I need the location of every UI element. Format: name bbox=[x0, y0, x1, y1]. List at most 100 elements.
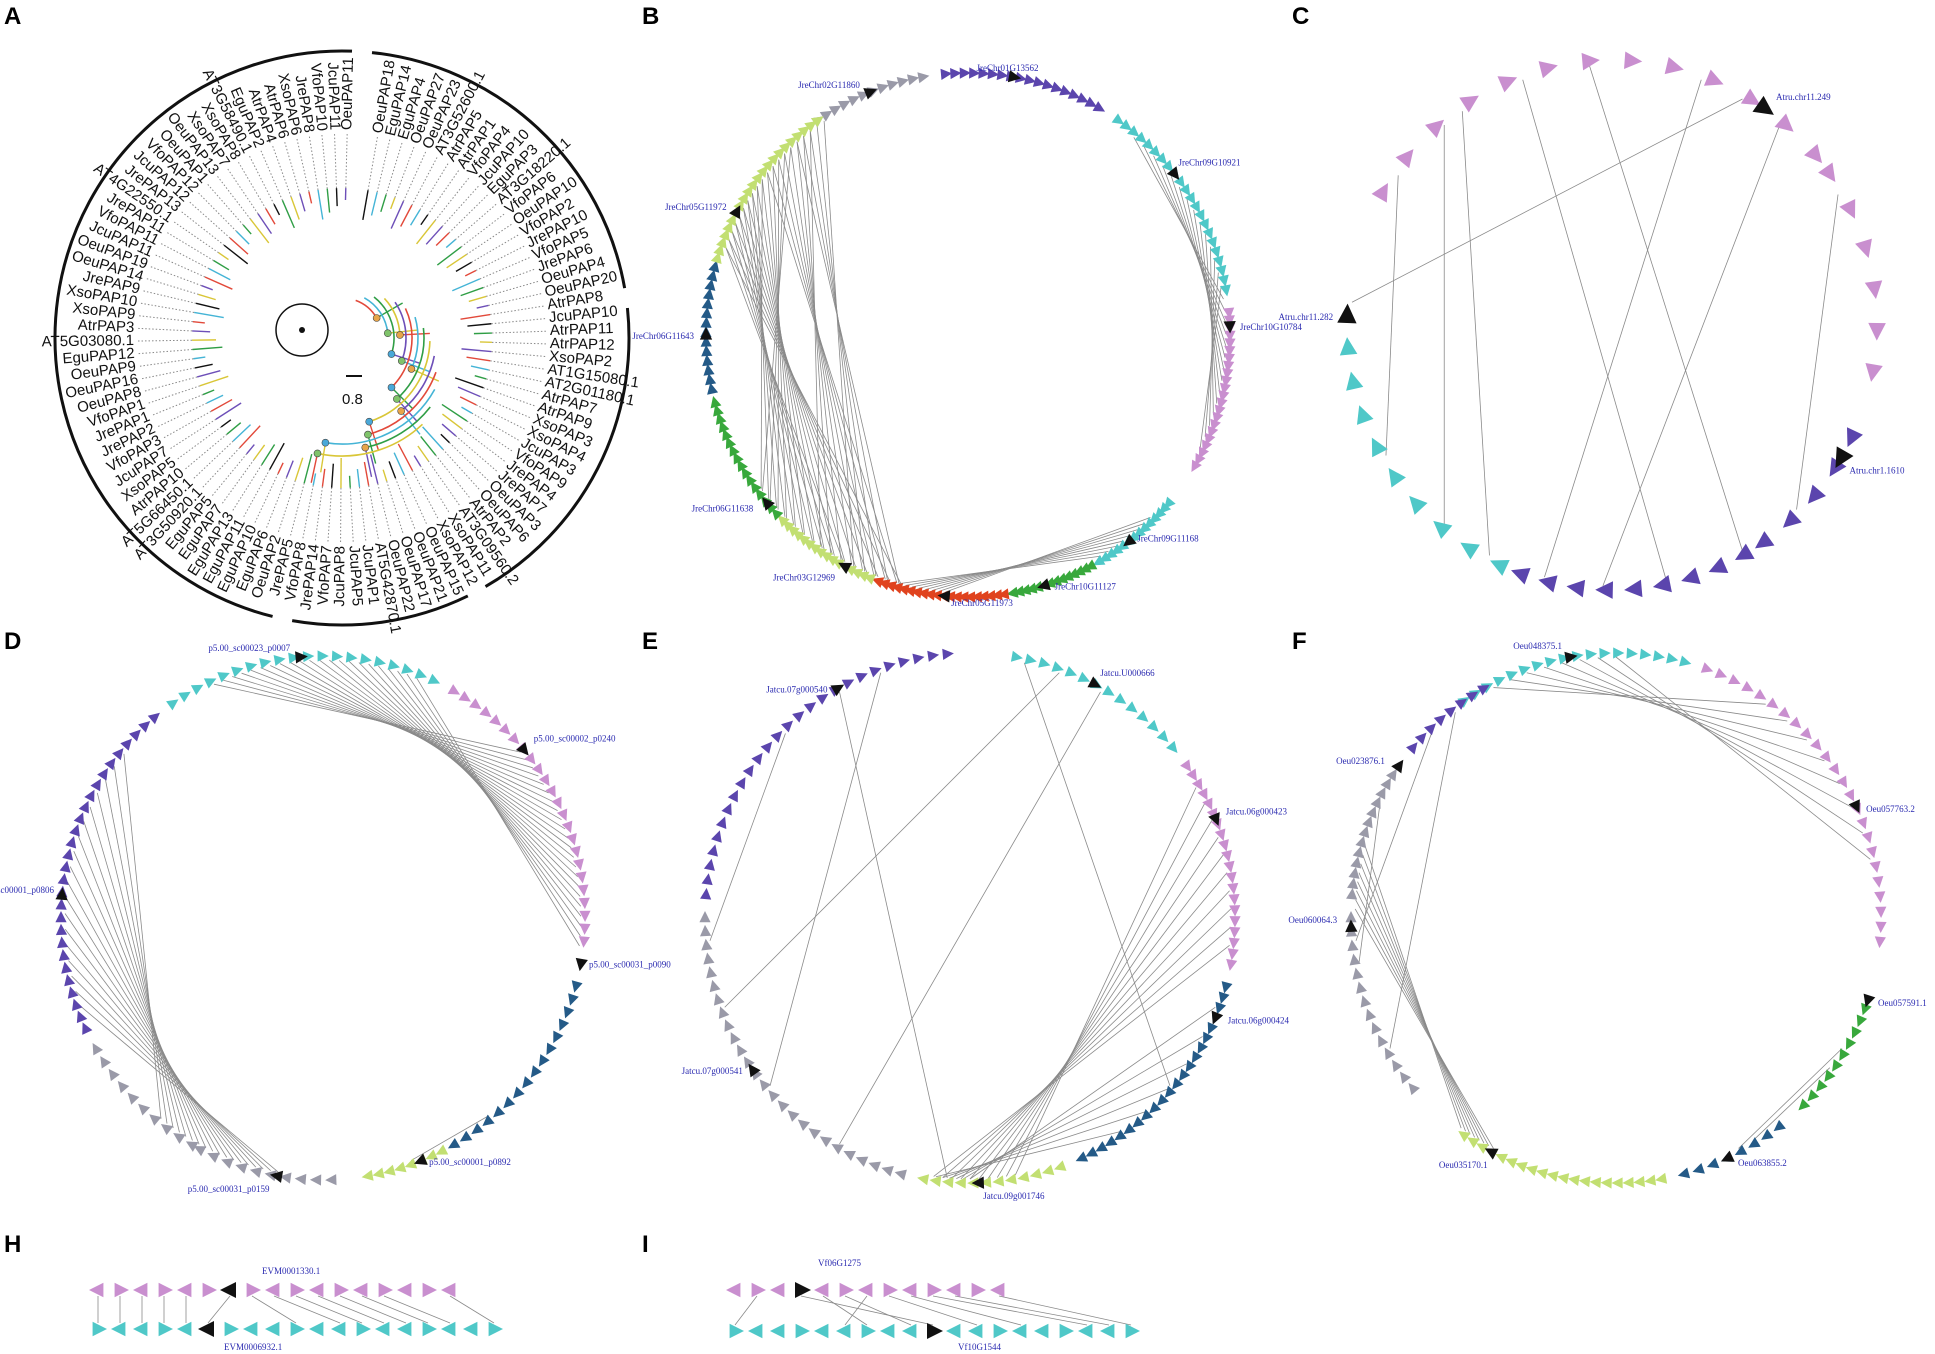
gene-arrow bbox=[1708, 556, 1729, 573]
synteny-link bbox=[113, 766, 168, 1124]
synteny-link bbox=[767, 172, 898, 584]
gene-arrow bbox=[1581, 52, 1600, 71]
tree-root-arc bbox=[275, 303, 329, 357]
tree-branch bbox=[199, 375, 229, 387]
synteny-link bbox=[888, 1295, 978, 1326]
gene-arrow bbox=[706, 269, 718, 282]
gene-arrow bbox=[1206, 236, 1217, 249]
gene-arrow bbox=[702, 288, 714, 301]
synteny-link bbox=[1356, 890, 1485, 1144]
gene-arrow bbox=[361, 1169, 374, 1181]
anchor-gene-arrow bbox=[55, 887, 68, 901]
tree-branch bbox=[457, 386, 481, 398]
synteny-link bbox=[960, 890, 1230, 1180]
gene-arrow bbox=[1184, 191, 1196, 205]
gene-arrow bbox=[699, 911, 711, 923]
gene-arrow bbox=[713, 404, 724, 417]
synteny-links bbox=[1351, 64, 1839, 586]
gene-arrow bbox=[1077, 671, 1090, 682]
gene-arrow bbox=[1133, 526, 1146, 538]
gene-arrow bbox=[996, 69, 1009, 81]
gene-arrow bbox=[72, 998, 83, 1012]
anchor-gene-arrow bbox=[971, 1176, 985, 1189]
anchor-gene-arrow bbox=[863, 88, 877, 100]
gene-arrow bbox=[1032, 76, 1046, 87]
leader-line bbox=[184, 433, 228, 470]
gene-arrow bbox=[578, 897, 590, 910]
gene-arrow bbox=[977, 590, 989, 602]
leader-line bbox=[454, 203, 498, 241]
gene-arrow bbox=[855, 672, 868, 684]
panel-letter-i: I bbox=[642, 1231, 649, 1258]
gene-arrow bbox=[1495, 1153, 1509, 1164]
gene-arrow bbox=[767, 153, 780, 166]
anchor-gene-arrow bbox=[1208, 812, 1220, 826]
synteny-panel-f: Oeu048375.1Oeu057763.2Oeu023876.1Oeu0600… bbox=[1288, 641, 1927, 1189]
leader-line bbox=[141, 367, 196, 380]
synteny-link bbox=[747, 200, 786, 517]
gene-arrow bbox=[558, 1018, 570, 1031]
gene-label: p5.00_sc00031_p0090 bbox=[589, 959, 671, 969]
tree-branch bbox=[455, 261, 472, 273]
leader-line bbox=[411, 156, 438, 206]
gene-arrow bbox=[1227, 948, 1239, 961]
gene-arrow bbox=[1388, 467, 1406, 488]
gene-arrow bbox=[1490, 559, 1510, 576]
anchor-gene-arrow bbox=[1391, 759, 1404, 774]
gene-arrow bbox=[1856, 1014, 1868, 1028]
tree-spoke bbox=[387, 329, 418, 334]
gene-label: Oeu023876.1 bbox=[1336, 756, 1385, 766]
gene-arrow bbox=[375, 1321, 390, 1337]
gene-arrow bbox=[1207, 1021, 1218, 1035]
panel-letter-h: H bbox=[4, 1231, 21, 1258]
tree-branch bbox=[269, 442, 285, 470]
gene-arrow bbox=[1221, 849, 1232, 863]
leader-line bbox=[403, 474, 428, 525]
gene-arrow bbox=[708, 260, 720, 273]
tip-label: AtrPAP12 bbox=[550, 335, 615, 354]
gene-arrow bbox=[1119, 119, 1132, 131]
gene-arrow bbox=[1218, 839, 1229, 852]
gene-arrow bbox=[713, 993, 725, 1006]
anchor-gene-arrow bbox=[729, 205, 741, 219]
gene-arrow bbox=[726, 1282, 741, 1298]
synteny-link bbox=[1355, 899, 1490, 1147]
gene-arrow bbox=[1347, 877, 1359, 890]
gene-arrow bbox=[1467, 1137, 1480, 1149]
leader-line bbox=[314, 486, 323, 542]
gene-arrow bbox=[814, 1323, 829, 1339]
tree-branch bbox=[397, 443, 414, 471]
synteny-link bbox=[1461, 111, 1490, 556]
gene-arrow bbox=[1225, 871, 1237, 884]
gene-arrow bbox=[700, 335, 712, 347]
synteny-link bbox=[731, 230, 823, 548]
gene-arrow bbox=[1624, 51, 1643, 69]
gene-arrow bbox=[710, 396, 722, 409]
panel-letter-b: B bbox=[642, 3, 659, 30]
gene-arrow bbox=[917, 1174, 930, 1186]
gene-arrow bbox=[1227, 882, 1239, 895]
gene-arrow bbox=[1173, 175, 1185, 188]
gene-arrow bbox=[1161, 159, 1174, 172]
gene-arrow bbox=[331, 1321, 346, 1337]
gene-arrow bbox=[1125, 1323, 1140, 1339]
gene-arrow bbox=[1515, 1162, 1528, 1173]
leader-line bbox=[466, 223, 513, 255]
synteny-link bbox=[1358, 872, 1475, 1138]
node-marker bbox=[387, 350, 396, 358]
gene-arrow bbox=[1348, 866, 1360, 879]
gene-arrow bbox=[1140, 1108, 1154, 1121]
tree-branch bbox=[335, 188, 338, 207]
gene-arrow bbox=[1202, 797, 1213, 811]
gene-arrow bbox=[108, 1068, 120, 1082]
gene-arrow bbox=[404, 1157, 418, 1169]
tree-branch bbox=[202, 389, 215, 396]
gene-arrow bbox=[1392, 1059, 1403, 1073]
gene-arrow bbox=[1875, 921, 1887, 934]
synteny-link bbox=[912, 545, 1117, 588]
gene-arrow bbox=[246, 1282, 261, 1298]
leader-line bbox=[139, 302, 195, 313]
node-marker bbox=[313, 449, 322, 458]
leader-line bbox=[289, 483, 305, 537]
gene-arrow bbox=[1571, 651, 1584, 663]
